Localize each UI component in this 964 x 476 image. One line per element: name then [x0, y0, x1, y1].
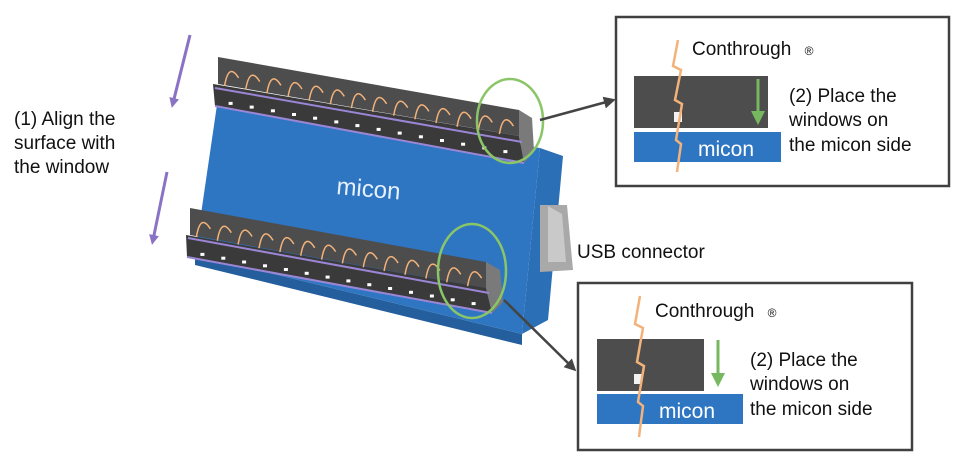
header-hole [376, 127, 381, 131]
header-hole [461, 142, 466, 146]
header-pin [308, 85, 324, 101]
header-hole [263, 264, 267, 268]
header-pin [341, 248, 358, 264]
conthrough-block [597, 339, 704, 391]
conthrough-title: Conthrough ® [692, 39, 814, 60]
place-step-label: (2) Place the windows on the micon side [788, 86, 912, 156]
header-pin [362, 252, 378, 268]
header-pin [287, 81, 303, 98]
header-pin [445, 267, 462, 283]
header-pin [392, 100, 409, 116]
conthrough-title: Conthrough ® [655, 301, 777, 322]
top-pin-header [213, 57, 534, 164]
header-hole [450, 298, 455, 302]
header-pin [477, 115, 493, 131]
header-hole [283, 268, 288, 271]
header-hole [313, 116, 318, 120]
board-label: micon [335, 173, 401, 205]
header-hole [242, 260, 247, 264]
header-pin [350, 92, 367, 109]
header-pin [435, 107, 451, 124]
header-hole [440, 139, 444, 142]
registered-mark: ® [768, 306, 777, 320]
place-step-label: (2) Place the windows on the micon side [749, 350, 873, 420]
header-hole [200, 252, 205, 256]
header-pin [329, 89, 345, 105]
header-pin [258, 233, 274, 249]
header-hole [418, 135, 423, 139]
header-pin [279, 236, 295, 253]
registered-mark: ® [805, 44, 814, 58]
header-pin [371, 96, 388, 113]
usb-connector [540, 205, 573, 272]
header-hole [503, 150, 508, 154]
callout-arrow-top-icon [539, 96, 616, 122]
header-pin [223, 70, 240, 87]
conthrough-pin [671, 39, 684, 173]
conthrough-pin [633, 295, 646, 438]
header-pin [216, 225, 232, 241]
board-bottom-side [195, 255, 522, 345]
callout-arrow-bottom-icon [503, 299, 577, 372]
header-pin [244, 74, 261, 90]
header-hole [388, 287, 393, 290]
header-pin [404, 259, 420, 275]
header-hole [471, 302, 476, 306]
window-marker [674, 112, 682, 122]
header-pin [299, 240, 316, 256]
micon-block [634, 132, 781, 162]
header-hole [249, 105, 254, 109]
header-pin [237, 229, 253, 245]
header-pin [456, 111, 472, 127]
header-pin [466, 270, 483, 287]
window-marker [634, 374, 642, 384]
highlight-circle-bottom [436, 222, 508, 320]
header-pin [383, 255, 399, 272]
header-pin [498, 118, 515, 135]
header-hole [292, 113, 296, 116]
header-hole [304, 271, 309, 275]
micon-block-label: micon [698, 138, 754, 161]
header-pin [320, 244, 337, 260]
header-hole [409, 290, 413, 294]
header-hole [221, 256, 226, 260]
micon-block [597, 394, 743, 424]
header-hole [346, 279, 351, 283]
usb-label: USB connector [577, 242, 705, 263]
header-hole [367, 283, 372, 287]
header-pin [414, 104, 430, 120]
header-hole [325, 275, 330, 279]
align-arrow-bottom-icon [149, 171, 169, 245]
align-label: (1) Align the surface with the window [14, 109, 121, 178]
conthrough-block [634, 76, 768, 128]
highlight-circle-top [475, 77, 545, 165]
header-hole [397, 131, 402, 135]
header-hole [355, 124, 360, 128]
header-hole [270, 109, 275, 113]
micon-block-label: micon [659, 400, 715, 423]
header-pin [195, 221, 212, 238]
callout-top: micon Conthrough ® (2) Place the windows… [614, 15, 951, 188]
align-arrow-top-icon [169, 34, 192, 108]
header-hole [429, 294, 434, 298]
header-pin [266, 78, 282, 94]
callout-bottom: micon Conthrough ® (2) Place the windows… [576, 281, 914, 452]
header-hole [228, 101, 233, 105]
header-hole [334, 120, 339, 124]
